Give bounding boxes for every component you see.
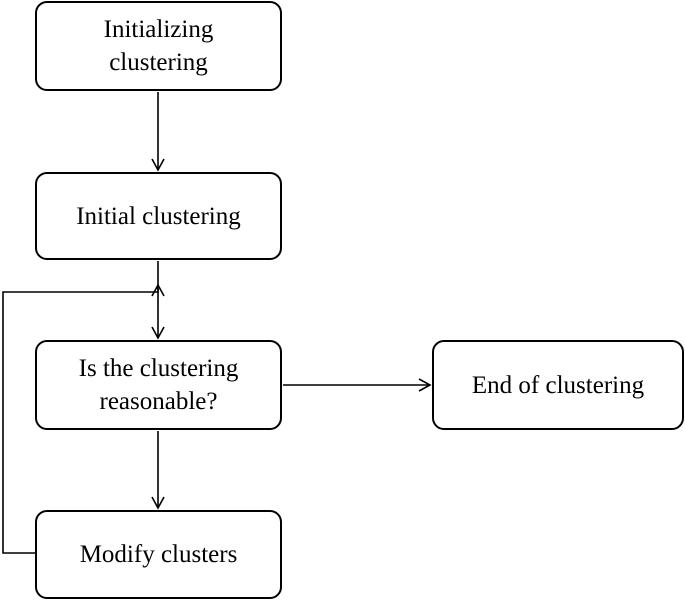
node-clustering-reasonable-check-label: Is the clustering reasonable? <box>79 352 239 418</box>
node-initial-clustering-label: Initial clustering <box>76 202 241 230</box>
node-modify-clusters-label: Modify clusters <box>79 541 238 568</box>
node-initializing-clustering: Initializing clustering <box>35 1 282 91</box>
node-clustering-reasonable-check-line-1: Is the clustering <box>78 355 239 382</box>
node-clustering-reasonable-check-line-2: reasonable? <box>99 388 218 415</box>
node-clustering-reasonable-check: Is the clustering reasonable? <box>35 340 282 430</box>
node-modify-clusters: Modify clusters <box>35 510 282 599</box>
node-initializing-clustering-line-1: Initializing <box>103 16 214 43</box>
node-end-of-clustering-label: End of clustering <box>471 371 645 399</box>
node-initializing-clustering-label: Initializing clustering <box>104 13 214 79</box>
node-initializing-clustering-line-2: clustering <box>109 49 208 76</box>
edge-modify-loop-back <box>2 283 165 554</box>
node-end-of-clustering: End of clustering <box>432 340 684 430</box>
node-initial-clustering: Initial clustering <box>35 172 282 260</box>
